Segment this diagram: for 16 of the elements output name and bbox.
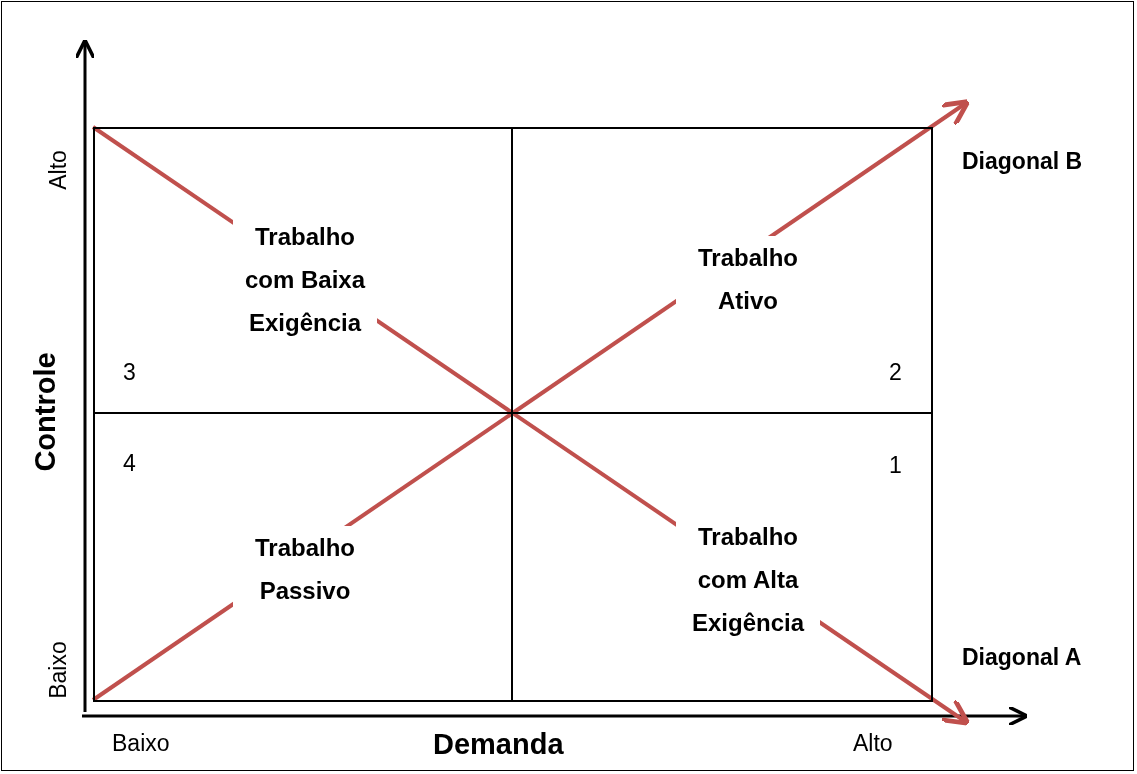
quadrant-number: 1 [889, 452, 902, 479]
quadrant-box [511, 127, 933, 414]
axis-title: Controle [28, 352, 62, 472]
diagonal-label: Diagonal B [962, 148, 1083, 175]
quadrant-number: 2 [889, 359, 902, 386]
quadrant-number: 3 [123, 359, 136, 386]
quadrant-box [93, 412, 513, 702]
quadrant-number: 4 [123, 450, 136, 477]
axis-tick-label: Alto [853, 730, 893, 757]
axis-tick-label: Baixo [44, 641, 72, 699]
quadrant-box [93, 127, 513, 414]
diagonal-label: Diagonal A [962, 644, 1082, 671]
axis-title: Demanda [433, 728, 564, 761]
quadrant-box [511, 412, 933, 702]
axis-tick-label: Baixo [112, 730, 170, 757]
axis-tick-label: Alto [44, 150, 72, 190]
